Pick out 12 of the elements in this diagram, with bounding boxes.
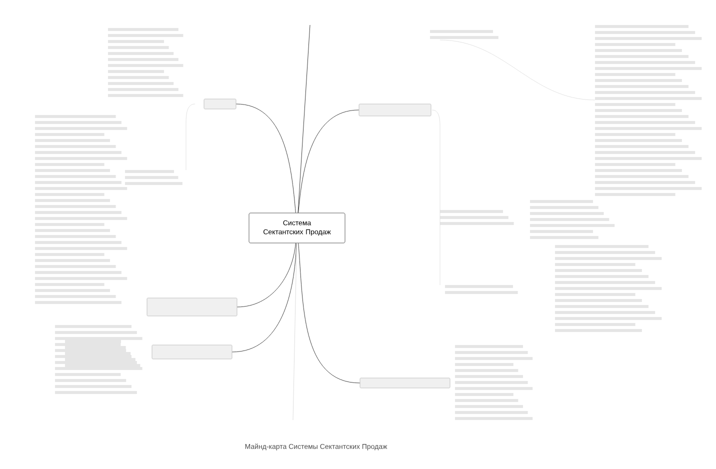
connector-line [236, 242, 296, 308]
connector-line [298, 24, 310, 214]
connector-line [298, 242, 360, 384]
connector-line [232, 242, 297, 352]
connector-line [292, 242, 297, 420]
topic-box [204, 98, 236, 110]
topic-box [358, 104, 432, 116]
topic-box [146, 298, 238, 316]
connector-line [298, 110, 360, 214]
topic-box [360, 378, 450, 388]
connector-line [236, 104, 296, 214]
topic-box [152, 344, 232, 360]
